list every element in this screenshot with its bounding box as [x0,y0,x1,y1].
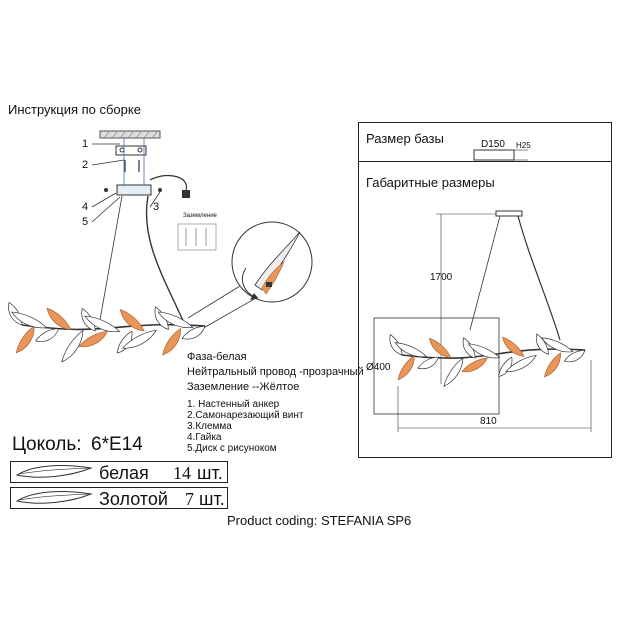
glass-leaf [397,355,415,381]
glass-leaf [119,309,145,332]
width-dimension: 810 [480,416,497,427]
wiring-ground: Заземление --Жёлтое [187,381,300,393]
glass-leaf [162,327,181,356]
legend-row-white: белая 14 шт. [10,461,228,483]
grounding-label: Заземление [183,213,217,219]
part-2: 2.Самонарезающий винт [187,410,304,421]
legend-row-gold: Золотой 7 шт. [10,487,228,509]
base-height: H25 [516,141,531,150]
base-size-section [359,123,611,162]
callout-3: 3 [153,201,160,213]
leaf-icon [15,491,93,504]
legend-qty-gold: 7 [185,489,194,509]
overall-size-title: Габаритные размеры [366,175,495,190]
instructions-title: Инструкция по сборке [8,102,141,117]
part-3: 3.Клемма [187,421,232,432]
callout-4: 4 [82,201,89,213]
dimensions-panel: Размер базы D150 H25 Габаритные размеры [358,122,612,458]
product-coding: Product coding: STEFANIA SP6 [227,513,412,528]
part-5: 5.Диск с рисунокoм [187,443,277,454]
metal-leaf [116,330,133,354]
wiring-phase: Фаза-белая [187,351,247,363]
metal-leaf [505,355,537,372]
part-4: 4.Гайка [187,432,222,443]
glass-leaf [78,331,108,348]
metal-leaf [563,349,586,363]
wiring-neutral: Нейтральный провод -прозрачный [187,366,364,378]
glass-leaf [544,352,561,378]
metal-leaf [535,333,549,355]
metal-leaf [10,311,48,329]
socket-value: 6*E14 [91,434,143,455]
metal-leaf [157,311,194,329]
metal-leaf [61,329,84,363]
glass-leaf [46,307,72,331]
callout-5: 5 [82,216,89,228]
glass-leaf [15,325,35,354]
metal-leaf [540,337,574,353]
leaf-icon [15,465,93,478]
callout-2: 2 [82,159,89,171]
metal-leaf [462,337,476,359]
glass-leaf [428,337,452,359]
base-size-title: Размер базы [366,131,444,146]
callout-1: 1 [82,138,89,150]
socket-label: Цоколь: [12,434,82,455]
metal-leaf [394,342,428,358]
metal-leaf [84,315,121,333]
glass-leaf [502,336,525,357]
metal-leaf [181,325,206,340]
legend-qty-white: 14 [173,463,191,483]
metal-leaf [443,357,464,387]
legend-unit-white: шт. [197,463,223,483]
legend-name-white: белая [99,463,149,483]
glass-leaf [461,357,488,373]
metal-leaf [498,356,513,378]
metal-leaf [121,329,157,349]
legend-name-gold: Золотой [99,489,168,509]
base-diameter: D150 [481,139,505,150]
metal-leaf [35,328,60,342]
height-dimension: 1700 [430,272,453,283]
metal-leaf [467,343,501,359]
part-1: 1. Настенный анкер [187,399,280,410]
metal-leaf [417,356,440,370]
legend-unit-gold: шт. [199,489,225,509]
diameter-dimension: Ø400 [366,362,391,373]
